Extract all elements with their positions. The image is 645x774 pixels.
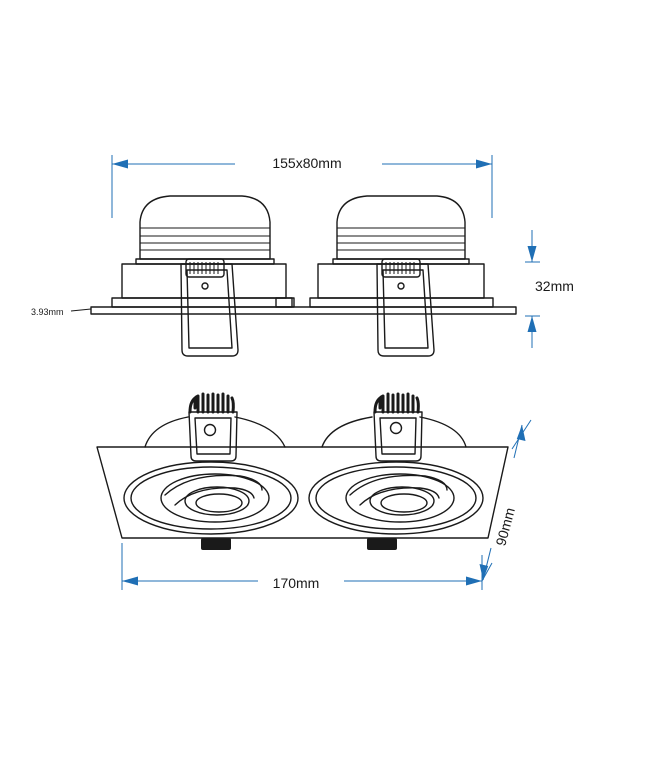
side-bridge — [275, 297, 295, 308]
clip-top-right — [373, 392, 423, 462]
side-view — [90, 195, 517, 357]
side-spring-clip-right — [376, 258, 435, 357]
dimension-bottom-width: 170mm — [121, 543, 483, 591]
clip-top-left — [188, 392, 238, 462]
dimension-height: 32mm — [525, 230, 574, 348]
dimension-depth: 90mm — [479, 419, 532, 582]
dimension-flange: 3.93mm — [31, 307, 92, 317]
housing-back-right — [321, 416, 467, 448]
lamp-left — [123, 461, 299, 535]
side-module-left — [111, 195, 293, 357]
dimension-bottom-width-label: 170mm — [273, 575, 320, 591]
dimension-flange-label: 3.93mm — [31, 307, 64, 317]
dimension-top-width: 155x80mm — [111, 155, 493, 218]
dimension-depth-label: 90mm — [492, 506, 518, 548]
trim-plate — [96, 446, 509, 539]
dimension-height-label: 32mm — [535, 278, 574, 294]
dimension-top-width-label: 155x80mm — [272, 155, 341, 171]
housing-back-left — [144, 416, 286, 448]
side-spring-clip-left — [180, 258, 239, 357]
tab-bottom-right — [367, 538, 397, 550]
lamp-right — [308, 461, 484, 535]
perspective-view — [96, 392, 509, 550]
side-module-right — [309, 195, 494, 357]
side-flange-plate — [90, 306, 517, 315]
tab-bottom-left — [201, 538, 231, 550]
